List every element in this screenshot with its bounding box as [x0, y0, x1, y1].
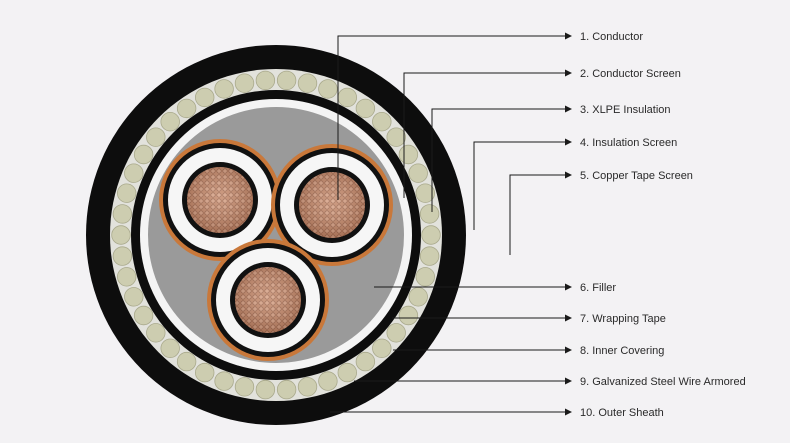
arrowhead-icon: [565, 314, 572, 322]
label-list: 1. Conductor 2. Conductor Screen 3. XLPE I…: [580, 31, 746, 419]
cable-body: [86, 45, 466, 425]
armor-wire: [386, 323, 406, 343]
armor-wire: [176, 351, 197, 372]
armor-wire: [111, 225, 131, 245]
arrowhead-icon: [565, 377, 572, 385]
armor-wire: [194, 362, 215, 383]
armor-wire: [133, 305, 154, 326]
leader-line-xlpe-insulation: [431, 108, 565, 212]
armor-wire: [255, 379, 276, 400]
armor-wire: [214, 371, 234, 391]
label-conductor: 1. Conductor: [580, 31, 643, 43]
armor-wire: [276, 379, 297, 400]
arrowhead-icon: [565, 32, 572, 40]
label-outer-sheath: 10. Outer Sheath: [580, 407, 664, 419]
armor-wire: [318, 79, 338, 99]
arrowhead-icon: [565, 408, 572, 416]
leader-line-insulation-screen: [473, 141, 565, 230]
label-insulation-screen: 4. Insulation Screen: [580, 137, 677, 149]
armor-wire: [386, 127, 406, 147]
conductor-shading: [187, 167, 253, 233]
armor-wire: [176, 98, 197, 119]
armor-wire: [337, 87, 358, 108]
cable-core: [271, 144, 393, 266]
armor-wire: [160, 111, 180, 132]
leader-line-conductor-screen: [403, 72, 565, 198]
leader-lines: [330, 32, 572, 416]
armor-wire: [116, 183, 137, 203]
armor-wire: [372, 111, 392, 132]
armor-wire: [146, 127, 166, 147]
label-xlpe-insulation: 3. XLPE Insulation: [580, 104, 671, 116]
armor-wire: [415, 267, 436, 287]
arrowhead-icon: [565, 105, 572, 113]
arrowhead-icon: [565, 283, 572, 291]
armor-wire-ring: [111, 70, 441, 400]
armor-wire: [255, 70, 276, 91]
arrowhead-icon: [565, 69, 572, 77]
armor-wire: [355, 98, 376, 119]
cable-cores: [159, 139, 393, 361]
armor-wire: [408, 287, 428, 307]
cable-core: [207, 239, 329, 361]
label-wrapping-tape: 7. Wrapping Tape: [580, 313, 666, 325]
leader-line-copper-tape-screen: [509, 174, 565, 255]
arrowhead-icon: [565, 346, 572, 354]
armor-wire: [398, 305, 419, 326]
armor-wire: [133, 144, 154, 165]
leader-line-conductor: [337, 35, 565, 200]
armor-wire: [234, 73, 255, 93]
label-filler: 6. Filler: [580, 282, 616, 294]
armor-wire: [415, 183, 436, 203]
armor-wire: [214, 79, 234, 99]
arrowhead-icon: [565, 138, 572, 146]
armor-wire: [297, 73, 318, 93]
armor-wire: [297, 377, 318, 397]
armor-wire: [408, 163, 428, 183]
conductor-shading: [235, 267, 301, 333]
armor-wire: [234, 377, 255, 397]
cable-core: [159, 139, 281, 261]
armor-wire: [116, 267, 137, 287]
armor-wire: [160, 338, 180, 359]
label-galvanized-steel-wire-armored: 9. Galvanized Steel Wire Armored: [580, 376, 746, 388]
armor-wire: [337, 362, 358, 383]
armor-wire: [355, 351, 376, 372]
label-copper-tape-screen: 5. Copper Tape Screen: [580, 170, 693, 182]
label-conductor-screen: 2. Conductor Screen: [580, 68, 681, 80]
armor-wire: [124, 287, 144, 307]
armor-wire: [318, 371, 338, 391]
armor-wire: [112, 246, 133, 266]
armor-wire: [112, 204, 133, 224]
label-inner-covering: 8. Inner Covering: [580, 345, 664, 357]
armor-wire: [194, 87, 215, 108]
conductor-shading: [299, 172, 365, 238]
armor-wire: [276, 70, 297, 91]
armor-wire: [146, 323, 166, 343]
arrowhead-icon: [565, 171, 572, 179]
armor-wire: [419, 204, 440, 224]
armor-wire: [421, 225, 441, 245]
armor-wire: [372, 338, 392, 359]
armor-wire: [398, 144, 419, 165]
armor-wire: [419, 246, 440, 266]
armor-wire: [124, 163, 144, 183]
